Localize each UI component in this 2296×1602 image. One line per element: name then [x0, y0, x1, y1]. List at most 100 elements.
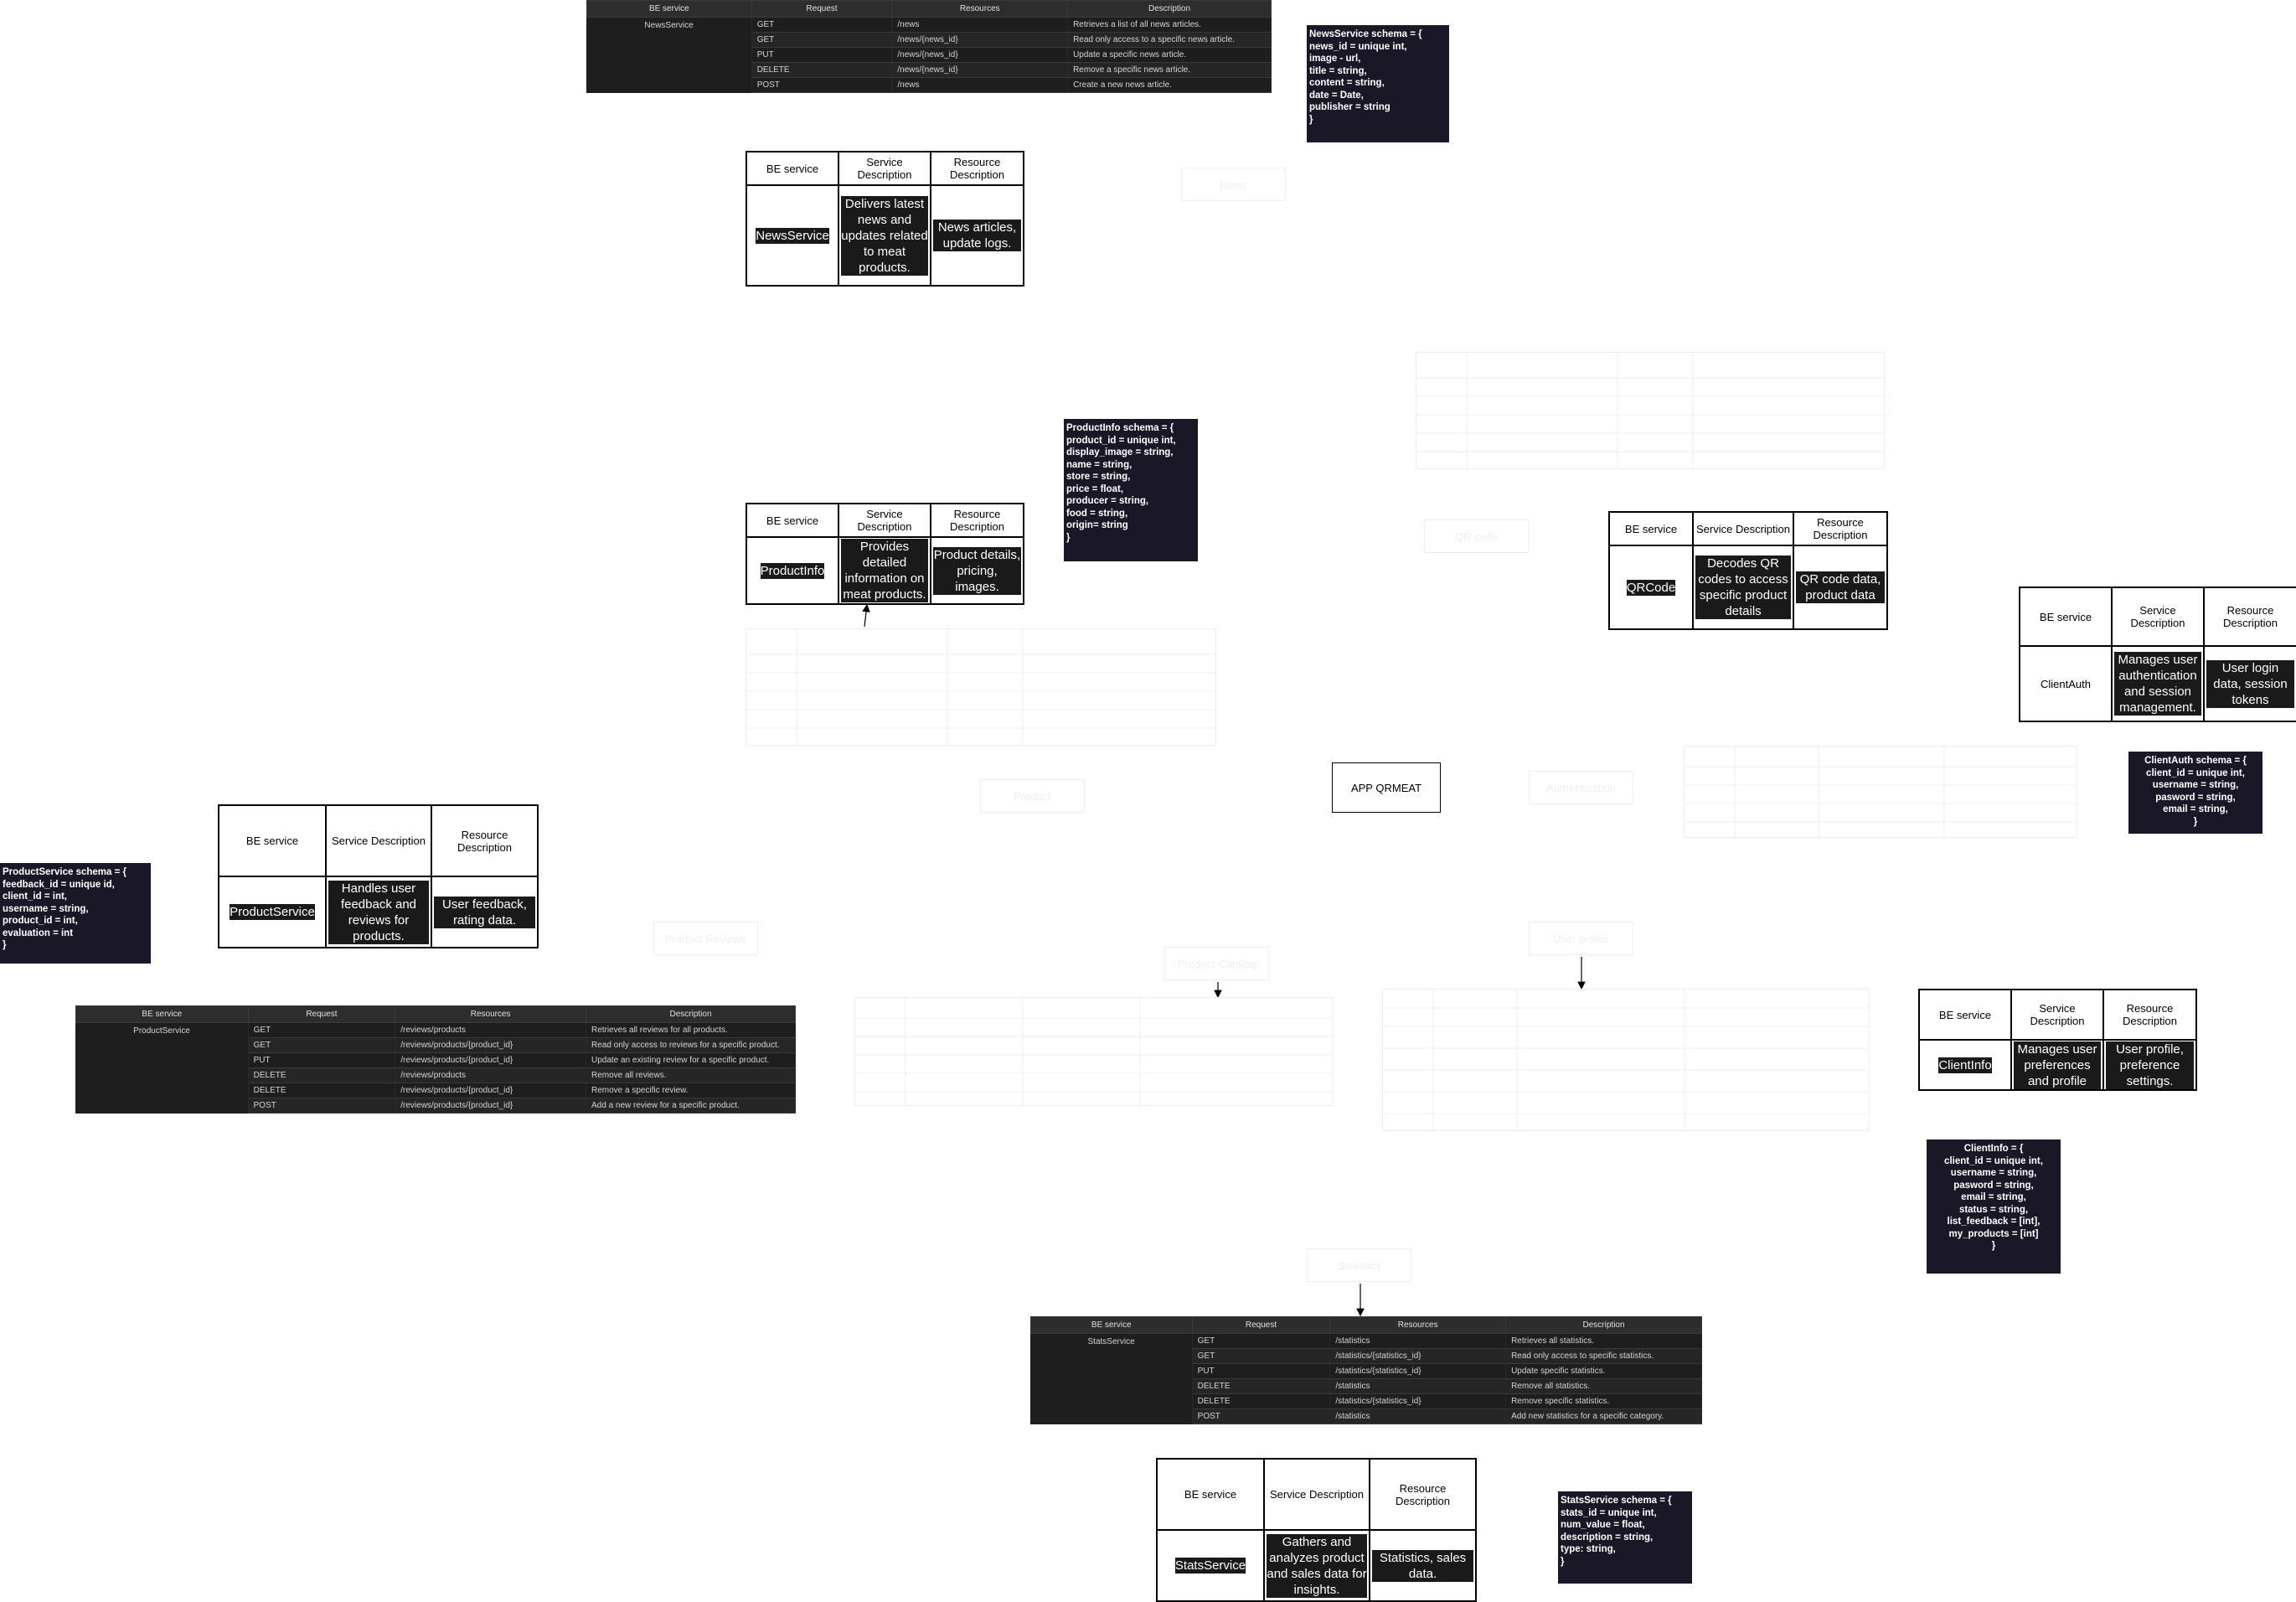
endpoint-description: Update specific statistics.: [1505, 1363, 1702, 1379]
table-row: StatsService GET /statistics Retrieves a…: [1030, 1333, 1702, 1424]
table-row: POST /statistics Add new statistics for …: [1031, 1408, 1702, 1424]
resource-path: /reviews/products: [395, 1022, 586, 1038]
clientinfo-schema: ClientInfo = { client_id = unique int, u…: [1927, 1139, 2061, 1274]
table-row: POST /reviews/products/{product_id} Add …: [76, 1098, 796, 1114]
user-profile-node[interactable]: User profile: [1529, 922, 1633, 955]
productinfo-service-table: BE service Service Description Resource …: [746, 503, 1024, 605]
col-header: Service Description: [1264, 1459, 1370, 1530]
ghost-table: [1416, 352, 1886, 470]
service-description: Provides detailed information on meat pr…: [838, 537, 931, 604]
clientinfo-service-table: BE service Service Description Resource …: [1918, 989, 2197, 1091]
resource-path: /statistics: [1329, 1333, 1507, 1349]
col-header: BE service: [75, 1005, 249, 1023]
authentication-node[interactable]: Authentication: [1529, 771, 1633, 804]
resource-path: /news/{news_id}: [891, 62, 1069, 78]
app-qrmeat-node[interactable]: APP QRMEAT: [1332, 762, 1441, 813]
http-method: GET: [751, 17, 893, 33]
endpoint-description: Read only access to specific statistics.: [1505, 1348, 1702, 1364]
node-label: Product Catalog: [1177, 957, 1256, 970]
resource-path: /news/{news_id}: [891, 47, 1069, 63]
http-method: DELETE: [751, 62, 893, 78]
service-name: StatsService: [1157, 1530, 1264, 1601]
ghost-grid-lines: [1416, 353, 1886, 470]
http-method: PUT: [248, 1052, 396, 1068]
http-method: PUT: [1192, 1363, 1331, 1379]
ghost-grid-lines: [746, 629, 1217, 747]
node-label: Authentication: [1546, 781, 1616, 794]
endpoint-description: Retrieves all statistics.: [1505, 1333, 1702, 1349]
product-node[interactable]: Product: [980, 779, 1085, 813]
service-name: ProductService: [219, 876, 326, 948]
node-label: News: [1220, 178, 1247, 191]
http-method: POST: [248, 1098, 396, 1114]
col-header: Description: [586, 1005, 796, 1023]
ghost-table: [746, 628, 1217, 747]
news-api-table: BE service Request Resources Description…: [586, 0, 1272, 93]
ghost-table: [854, 997, 1334, 1107]
node-label: QR code: [1454, 530, 1499, 543]
http-method: DELETE: [248, 1067, 396, 1083]
col-header: BE service: [219, 805, 326, 876]
stats-schema: StatsService schema = { stats_id = uniqu…: [1558, 1491, 1692, 1584]
clientauth-schema: ClientAuth schema = { client_id = unique…: [2128, 752, 2262, 834]
product-catalog-node[interactable]: Product Catalog: [1164, 947, 1269, 980]
col-header: Service Description: [2011, 990, 2103, 1040]
col-header: Resource Description: [2204, 587, 2296, 646]
table-row: DELETE /statistics/{statistics_id} Remov…: [1031, 1393, 1702, 1409]
node-label: APP QRMEAT: [1350, 781, 1422, 794]
resource-description: News articles, update logs.: [931, 185, 1024, 286]
table-row: NewsService GET /news Retrieves a list o…: [586, 17, 1272, 93]
resource-description: Statistics, sales data.: [1370, 1530, 1476, 1601]
clientauth-service-table: BE service Service Description Resource …: [2019, 587, 2296, 722]
endpoint-description: Update an existing review for a specific…: [586, 1052, 796, 1068]
endpoint-description: Remove all statistics.: [1505, 1378, 1702, 1394]
stats-service-table: BE service Service Description Resource …: [1156, 1458, 1477, 1602]
qr-code-node[interactable]: QR code: [1424, 519, 1529, 553]
http-method: GET: [1192, 1333, 1331, 1349]
col-header: Service Description: [838, 152, 931, 185]
table-row: DELETE /reviews/products Remove all revi…: [76, 1067, 796, 1083]
http-method: GET: [751, 32, 893, 48]
col-header: BE service: [746, 152, 838, 185]
resource-path: /statistics: [1329, 1378, 1507, 1394]
endpoint-description: Read only access to a specific news arti…: [1067, 32, 1272, 48]
col-header: BE service: [1157, 1459, 1264, 1530]
news-node[interactable]: News: [1181, 168, 1286, 201]
resource-description: User profile, preference settings.: [2103, 1040, 2196, 1090]
endpoint-description: Retrieves a list of all news articles.: [1067, 17, 1272, 33]
ghost-grid-lines: [1383, 990, 1870, 1132]
col-header: Request: [1191, 1316, 1331, 1334]
col-header: BE service: [746, 504, 838, 537]
http-method: POST: [1192, 1408, 1331, 1424]
table-row: DELETE /reviews/products/{product_id} Re…: [76, 1083, 796, 1098]
resource-path: /reviews/products/{product_id}: [395, 1052, 586, 1068]
table-row: ProductService GET /reviews/products Ret…: [75, 1022, 796, 1114]
col-header: Description: [1067, 0, 1272, 18]
table-row: GET /statistics/{statistics_id} Read onl…: [1031, 1348, 1702, 1364]
resource-path: /statistics/{statistics_id}: [1329, 1348, 1507, 1364]
http-method: DELETE: [248, 1083, 396, 1098]
service-description: Delivers latest news and updates related…: [838, 185, 931, 286]
table-row: GET /news/{news_id} Read only access to …: [587, 32, 1272, 48]
resource-path: /statistics/{statistics_id}: [1329, 1363, 1507, 1379]
endpoint-description: Add a new review for a specific product.: [586, 1098, 796, 1114]
table-row: POST /news Create a new news article.: [587, 77, 1272, 93]
news-schema: NewsService schema = { news_id = unique …: [1307, 25, 1449, 142]
arrow-to-productinfo: [862, 603, 870, 628]
endpoint-description: Remove a specific review.: [586, 1083, 796, 1098]
endpoint-description: Remove all reviews.: [586, 1067, 796, 1083]
resource-path: /reviews/products/{product_id}: [395, 1037, 586, 1053]
endpoint-description: Update a specific news article.: [1067, 47, 1272, 63]
product-reviews-node[interactable]: Product Reviews: [653, 922, 758, 955]
endpoint-description: Add new statistics for a specific catego…: [1505, 1408, 1702, 1424]
service-description: Gathers and analyzes product and sales d…: [1264, 1530, 1370, 1601]
endpoint-description: Retrieves all reviews for all products.: [586, 1022, 796, 1038]
productservice-service-table: BE service Service Description Resource …: [218, 804, 539, 948]
service-name: NewsService: [586, 17, 752, 93]
http-method: PUT: [751, 47, 893, 63]
statistics-node[interactable]: Statistics: [1307, 1248, 1411, 1282]
resource-path: /news: [891, 17, 1069, 33]
service-name: ClientAuth: [2020, 646, 2112, 721]
col-header: BE service: [586, 0, 752, 18]
